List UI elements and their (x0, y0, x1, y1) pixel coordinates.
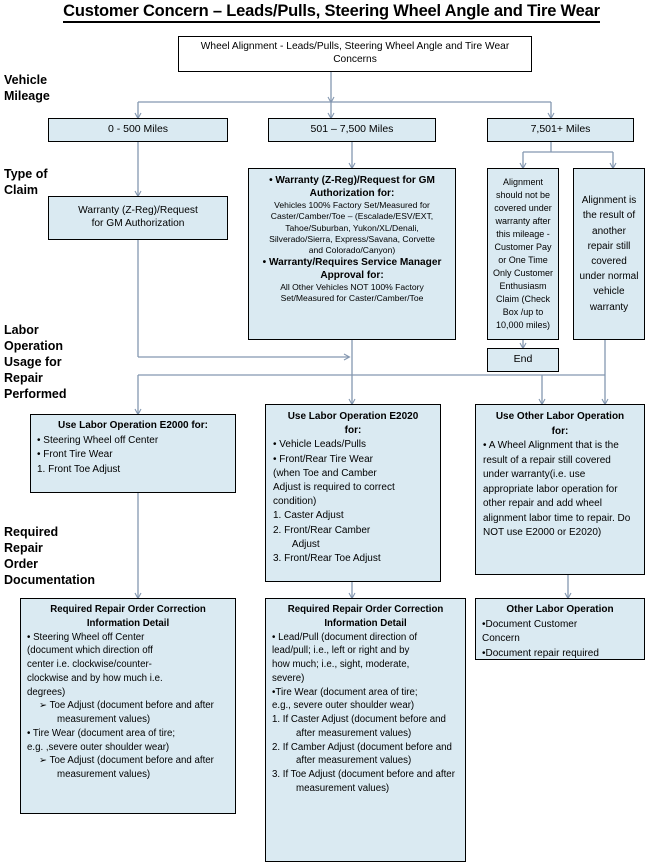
claim-mid-body1-line2: Caster/Camber/Toe – (Escalade/ESV/EXT, (270, 211, 434, 222)
stage-label-vehicle-mileage: Vehicle Mileage (4, 73, 50, 103)
mileage-box-0-500-label: 0 - 500 Miles (107, 123, 169, 136)
doc-box-middle[interactable]: Required Repair Order Correction Informa… (265, 598, 466, 862)
doc-middle-line-3: how much; i.e., sight, moderate, (272, 659, 410, 671)
start-box[interactable]: Wheel Alignment - Leads/Pulls, Steering … (178, 36, 532, 72)
claim-box-not-covered-text: Alignment should not be covered under wa… (492, 176, 554, 331)
claim-mid-body1-line4: Silverado/Sierra, Express/Savana, Corvet… (269, 233, 435, 244)
mileage-box-7501-plus[interactable]: 7,501+ Miles (487, 118, 634, 142)
doc-middle-head2: Information Detail (324, 617, 407, 629)
mileage-box-7501-plus-label: 7,501+ Miles (530, 123, 591, 136)
doc-box-left[interactable]: Required Repair Order Correction Informa… (20, 598, 236, 814)
doc-right-head: Other Labor Operation (506, 604, 614, 615)
mileage-box-501-7500[interactable]: 501 – 7,500 Miles (268, 118, 436, 142)
doc-middle-numbered-1: 1. If Caster Adjust (document before and… (272, 714, 446, 739)
doc-left-line-4: clockwise and by how much i.e. (27, 672, 163, 684)
claim-box-warranty-z-reg[interactable]: Warranty (Z-Reg)/Request for GM Authoriz… (48, 196, 228, 240)
claim-box-warranty-line2: for GM Authorization (91, 218, 185, 229)
doc-right-line-3: •Document repair required (482, 647, 599, 659)
doc-middle-line-6: e.g., severe outer shoulder wear) (272, 700, 415, 712)
end-box[interactable]: End (487, 348, 559, 372)
labor-box-e2000[interactable]: Use Labor Operation E2000 for: • Steerin… (30, 414, 236, 493)
claim-box-not-covered[interactable]: Alignment should not be covered under wa… (487, 168, 559, 340)
claim-mid-head2b: Approval for: (320, 270, 384, 282)
doc-left-head1: Required Repair Order Correction (50, 604, 206, 615)
labor-e2020-item-6: 1. Caster Adjust (273, 510, 344, 522)
labor-e2020-item-8: Adjust (273, 538, 320, 550)
labor-box-e2020[interactable]: Use Labor Operation E2020 for: • Vehicle… (265, 404, 441, 582)
labor-other-body: • A Wheel Alignment that is the result o… (483, 440, 631, 538)
page-title-text: Customer Concern – Leads/Pulls, Steering… (63, 2, 600, 23)
doc-left-line-2: (document which direction off (27, 645, 153, 657)
claim-mid-head2: • Warranty/Requires Service Manager (262, 257, 442, 269)
end-box-label: End (513, 353, 533, 366)
labor-e2000-item-3: 1. Front Toe Adjust (37, 463, 121, 475)
labor-e2020-head2: for: (344, 425, 362, 437)
doc-middle-line-2: lead/pull; i.e., left or right and by (272, 645, 410, 657)
labor-e2020-item-2: • Front/Rear Tire Wear (273, 453, 374, 465)
doc-middle-numbered-2: 2. If Camber Adjust (document before and… (272, 741, 452, 767)
claim-mid-body2-line1: All Other Vehicles NOT 100% Factory (280, 282, 424, 293)
doc-left-head2: Information Detail (86, 617, 170, 629)
labor-e2020-item-1: • Vehicle Leads/Pulls (273, 439, 367, 451)
labor-e2020-item-9: 3. Front/Rear Toe Adjust (273, 552, 381, 564)
labor-e2000-item-2: • Front Tire Wear (37, 449, 113, 460)
stage-label-type-of-claim: Type of Claim (4, 167, 48, 197)
claim-mid-body1-line1: Vehicles 100% Factory Set/Measured for (274, 200, 430, 211)
doc-left-line2-2: e.g. ,severe outer shoulder wear) (27, 741, 170, 753)
doc-middle-head1: Required Repair Order Correction (287, 604, 444, 615)
labor-e2020-head1: Use Labor Operation E2020 (287, 411, 419, 422)
doc-left-line-1: • Steering Wheel off Center (27, 631, 145, 643)
doc-box-right[interactable]: Other Labor Operation •Document Customer… (475, 598, 645, 660)
stage-label-labor-operation: Labor Operation Usage for Repair Perform… (4, 323, 67, 401)
claim-box-warranty-line1: Warranty (Z-Reg)/Request (78, 205, 198, 217)
stage-label-required-documentation: Required Repair Order Documentation (4, 525, 95, 587)
doc-left-sub-2: ➢ Toe Adjust (document before and after … (39, 755, 214, 781)
labor-box-other[interactable]: Use Other Labor Operation for: • A Wheel… (475, 404, 645, 575)
labor-e2000-item-1: • Steering Wheel off Center (37, 434, 159, 446)
claim-box-mid-authorization[interactable]: • Warranty (Z-Reg)/Request for GM Author… (248, 168, 456, 340)
claim-box-result-of-repair[interactable]: Alignment is the result of another repai… (573, 168, 645, 340)
doc-middle-line-4: severe) (272, 672, 305, 684)
labor-e2020-item-3: (when Toe and Camber (273, 467, 377, 479)
labor-e2000-head: Use Labor Operation E2000 for: (57, 420, 209, 431)
doc-right-line-1: •Document Customer (482, 618, 578, 630)
doc-middle-line-5: •Tire Wear (document area of tire; (272, 686, 418, 698)
labor-other-head2: for: (551, 425, 569, 437)
claim-box-result-of-repair-text: Alignment is the result of another repai… (579, 195, 639, 313)
page-title: Customer Concern – Leads/Pulls, Steering… (0, 2, 663, 23)
doc-left-line-3: center i.e. clockwise/counter- (27, 659, 152, 671)
labor-e2020-item-5: condition) (273, 496, 317, 508)
claim-mid-head1: • Warranty (Z-Reg)/Request for GM (269, 175, 435, 186)
doc-left-sub-1: ➢ Toe Adjust (document before and after … (39, 700, 214, 726)
claim-mid-head1b: Authorization for: (309, 188, 395, 200)
claim-mid-body2-line2: Set/Measured for Caster/Camber/Toe (280, 293, 424, 304)
labor-e2020-item-7: 2. Front/Rear Camber (273, 524, 371, 536)
doc-left-line-5: degrees) (27, 686, 66, 698)
doc-right-line-2: Concern (482, 633, 520, 644)
claim-mid-body1-line5: and Colorado/Canyon) (308, 244, 396, 255)
start-box-text: Wheel Alignment - Leads/Pulls, Steering … (200, 41, 510, 65)
doc-left-line2-1: • Tire Wear (document area of tire; (27, 727, 176, 739)
labor-e2020-item-4: Adjust is required to correct (273, 481, 395, 493)
mileage-box-501-7500-label: 501 – 7,500 Miles (310, 123, 394, 136)
claim-mid-body1-line3: Tahoe/Suburban, Yukon/XL/Denali, (285, 222, 419, 233)
labor-other-head1: Use Other Labor Operation (495, 411, 625, 422)
doc-middle-line-1: • Lead/Pull (document direction of (272, 631, 418, 643)
doc-middle-numbered-3: 3. If Toe Adjust (document before and af… (272, 769, 455, 794)
mileage-box-0-500[interactable]: 0 - 500 Miles (48, 118, 228, 142)
